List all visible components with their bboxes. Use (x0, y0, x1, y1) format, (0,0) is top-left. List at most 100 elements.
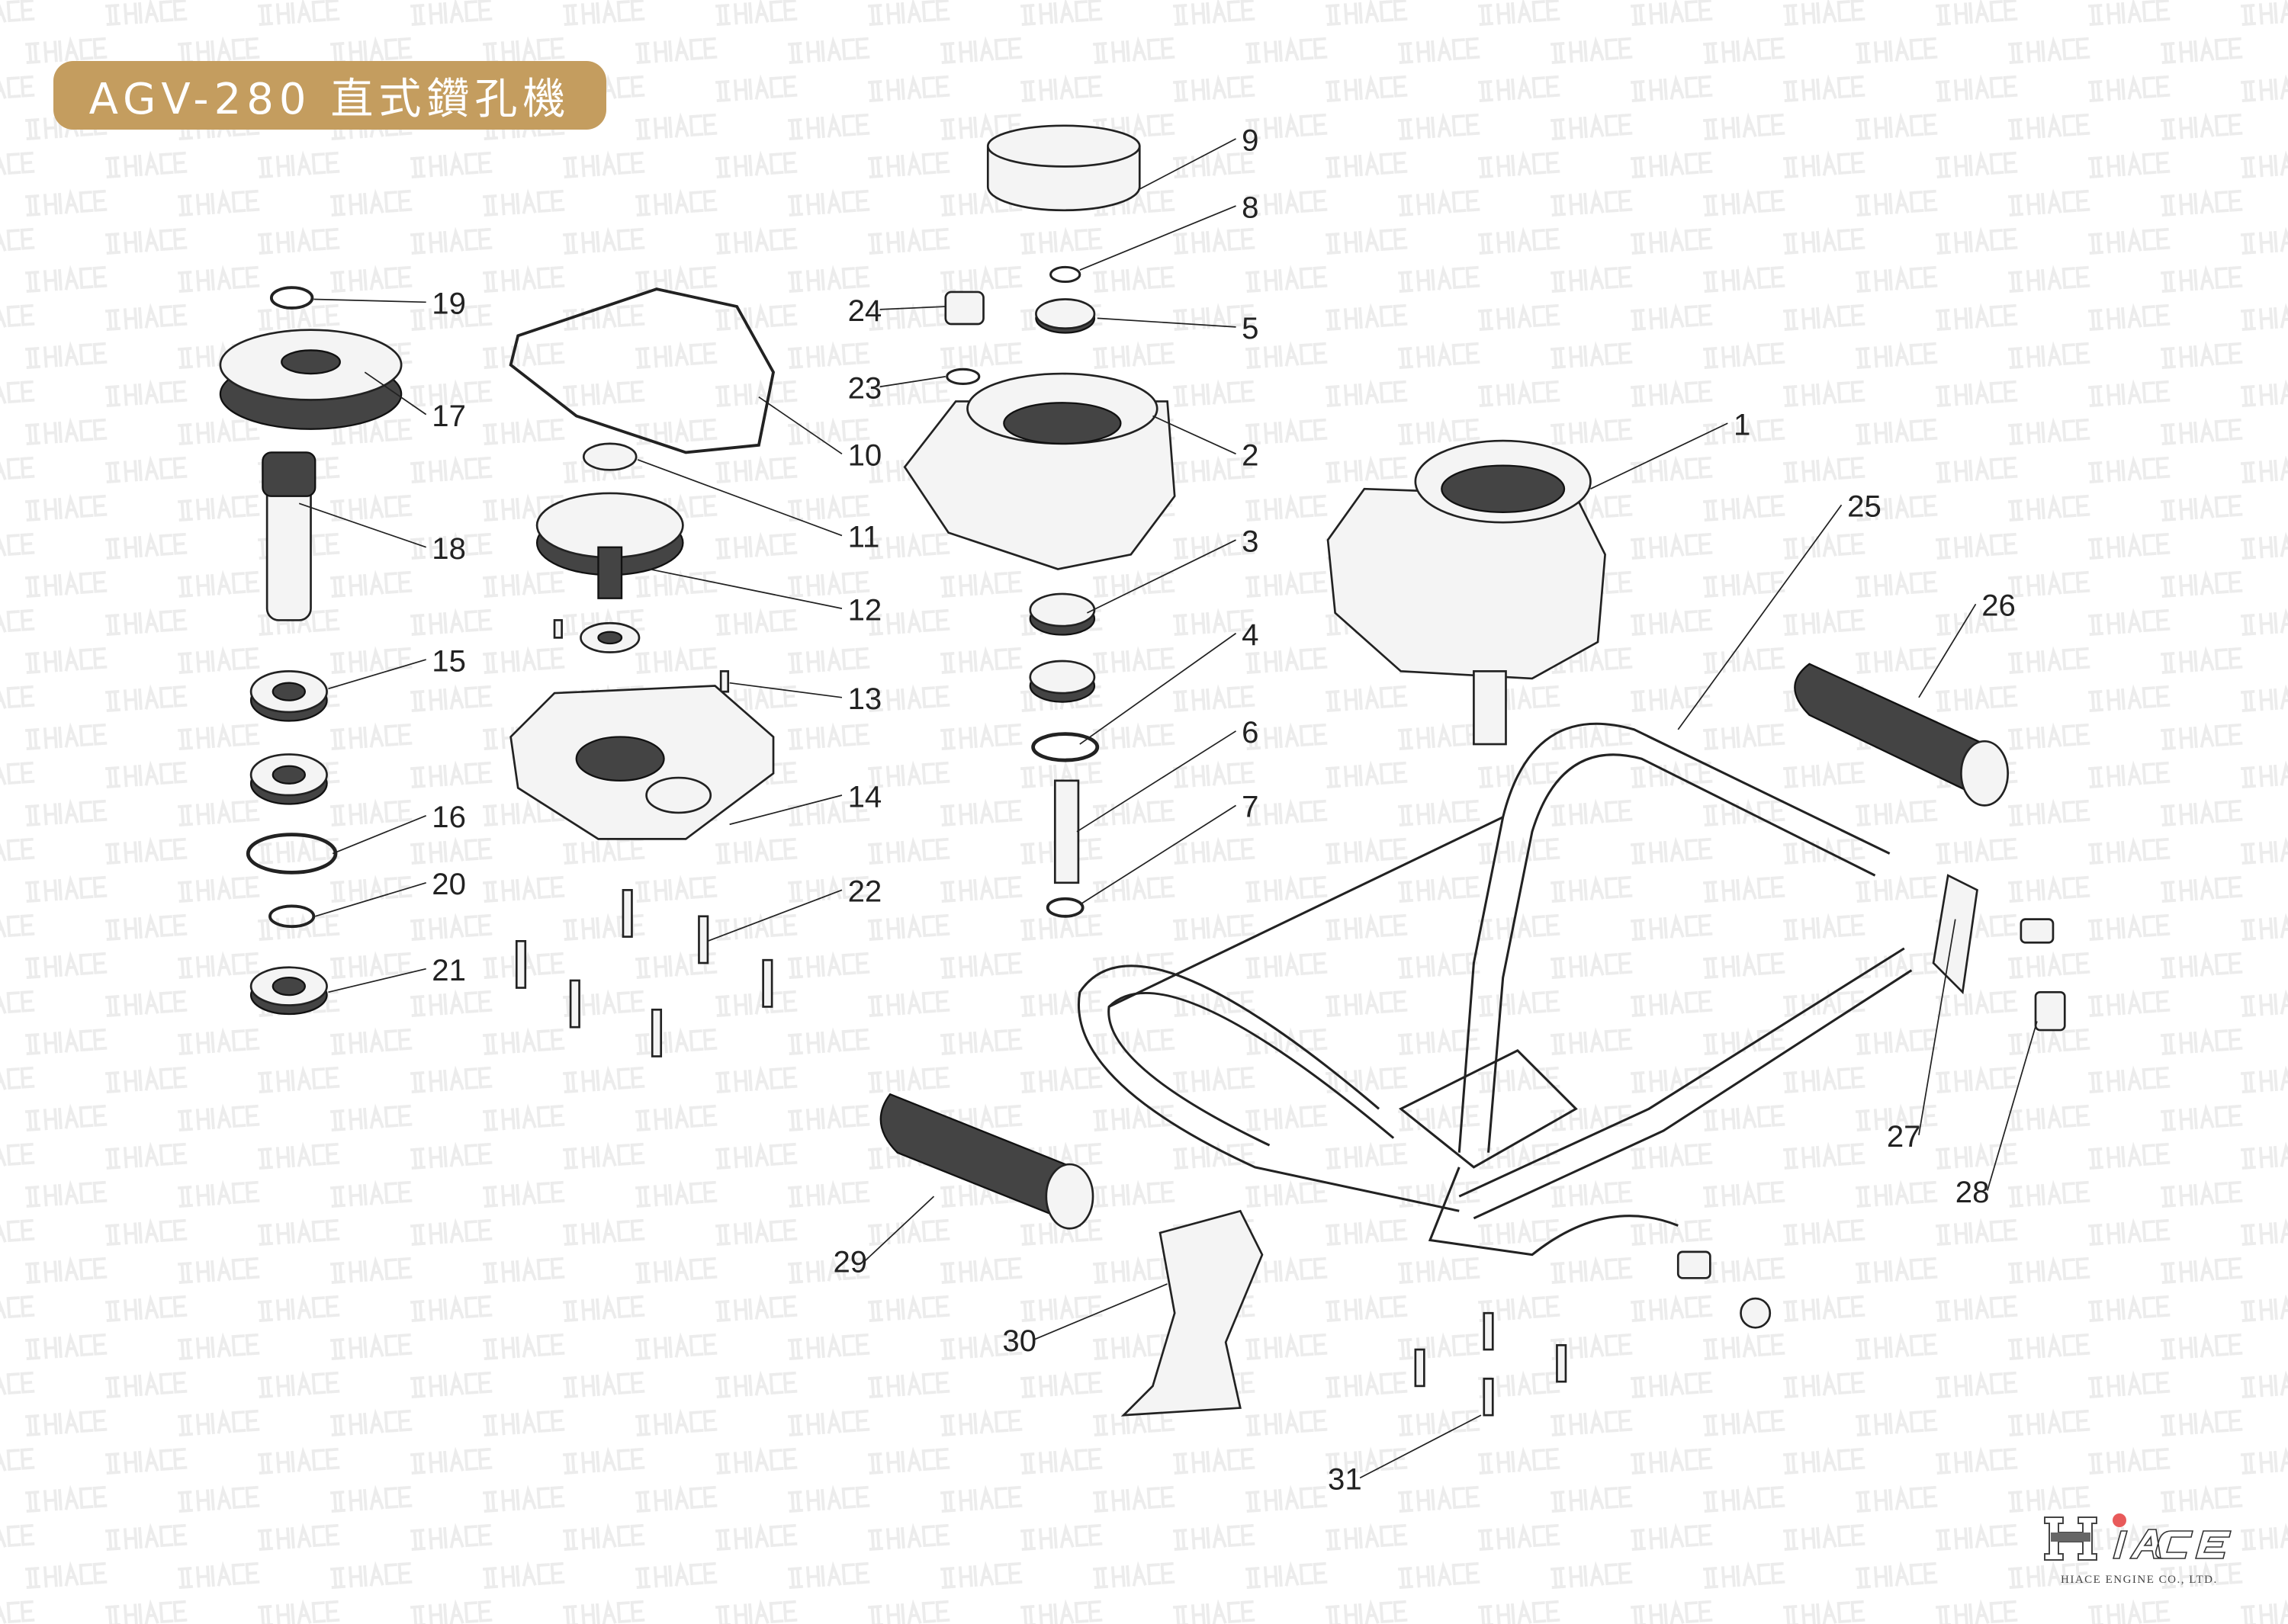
leader-line (1034, 1283, 1168, 1340)
part-27-bracket (1932, 874, 1978, 995)
callout-10: 10 (758, 396, 882, 473)
part-4-circlip (1031, 732, 1100, 762)
callout-number: 18 (432, 531, 466, 566)
callout-number: 21 (432, 953, 466, 987)
leader-line (1087, 539, 1236, 614)
part-6-spindle (1053, 779, 1080, 884)
leader-line (1918, 919, 1956, 1135)
title-badge: AGV-280 直式鑽孔機 (53, 61, 606, 130)
callout-29: 29 (833, 1196, 935, 1279)
callout-21: 21 (328, 953, 466, 993)
callout-number: 2 (1242, 438, 1258, 473)
leader-line (1987, 1021, 2038, 1191)
company-name: HIACE ENGINE CO., LTD. (2061, 1574, 2218, 1586)
part-3-bearing (1029, 592, 1096, 636)
callout-number: 30 (1002, 1324, 1036, 1358)
callout-3: 3 (1087, 524, 1259, 614)
callout-number: 9 (1242, 123, 1258, 157)
leader-line (1137, 138, 1236, 191)
callout-13: 13 (729, 682, 882, 716)
callout-19: 19 (313, 287, 466, 321)
callout-30: 30 (1002, 1283, 1168, 1358)
leader-line (1097, 317, 1236, 328)
callout-number: 26 (1981, 589, 2016, 623)
callout-25: 25 (1677, 489, 1881, 730)
callout-2: 2 (1152, 415, 1259, 473)
callout-6: 6 (1076, 715, 1259, 833)
callout-7: 7 (1079, 790, 1259, 906)
callout-number: 22 (848, 875, 882, 909)
leader-line (879, 376, 946, 388)
leader-line (758, 396, 843, 455)
logo-h-bar (2051, 1533, 2090, 1542)
callout-number: 1 (1734, 407, 1750, 441)
leader-line (879, 306, 946, 310)
callout-labels: 1234567891011121314151617181920212223242… (298, 123, 2038, 1497)
part-31-screws (1414, 1311, 1567, 1417)
leader-line (313, 298, 426, 303)
part-24-plug (944, 290, 985, 326)
part-10-gasket (509, 287, 776, 454)
part-2-gear-housing (903, 372, 1176, 570)
callout-number: 11 (848, 520, 880, 554)
leader-line (1152, 415, 1236, 455)
callout-number: 3 (1242, 524, 1258, 558)
part-23-oring (946, 367, 981, 385)
part-12-gear (535, 492, 684, 599)
callout-number: 29 (833, 1245, 867, 1279)
hiace-logo (2044, 1513, 2232, 1561)
leader-line (298, 502, 426, 548)
part-20-circlip (268, 904, 316, 929)
callout-number: 19 (432, 287, 466, 321)
logo-dot (2113, 1513, 2126, 1527)
leader-line (1076, 730, 1236, 833)
leader-line (637, 459, 843, 537)
part-17-gear (219, 329, 403, 430)
callout-28: 28 (1955, 1021, 2038, 1209)
part-7-circlip (1046, 897, 1085, 918)
leader-line (729, 682, 843, 698)
leader-line (1079, 632, 1237, 745)
leader-line (707, 889, 843, 942)
callout-22: 22 (707, 875, 882, 942)
callout-14: 14 (729, 779, 882, 826)
leader-line (1590, 422, 1728, 489)
callout-number: 8 (1242, 190, 1258, 224)
part-29-grip (879, 1093, 1094, 1230)
callout-number: 13 (848, 682, 882, 716)
part-15-bearing (249, 670, 328, 722)
callout-number: 5 (1242, 311, 1258, 345)
callout-number: 25 (1847, 489, 1881, 524)
callout-number: 27 (1887, 1119, 1921, 1154)
callout-31: 31 (1328, 1414, 1482, 1497)
leader-line (332, 814, 426, 855)
part-22-screws (515, 889, 773, 1058)
part-pin (553, 619, 730, 693)
part-21-bearing (249, 966, 328, 1016)
part-16-circlip (246, 833, 338, 875)
leader-line (1918, 603, 1977, 698)
callout-16: 16 (332, 800, 466, 855)
callout-15: 15 (328, 644, 466, 690)
callout-12: 12 (649, 568, 882, 627)
leader-line (328, 659, 426, 690)
callout-number: 28 (1955, 1175, 1990, 1209)
leader-line (649, 568, 843, 609)
callout-11: 11 (637, 459, 880, 554)
callout-number: 10 (848, 438, 882, 473)
callout-23: 23 (848, 371, 946, 406)
leader-line (315, 881, 426, 917)
callout-17: 17 (364, 371, 466, 433)
part-5-seal (1035, 298, 1096, 334)
callout-24: 24 (848, 294, 946, 328)
part-26-grip (1794, 663, 2009, 807)
part-25-frame (1078, 722, 1913, 1257)
callout-18: 18 (298, 502, 466, 566)
leader-line (364, 371, 427, 416)
callout-number: 24 (848, 294, 882, 328)
leader-line (1677, 504, 1843, 730)
part-14-housing (509, 685, 775, 840)
callout-4: 4 (1079, 618, 1259, 745)
